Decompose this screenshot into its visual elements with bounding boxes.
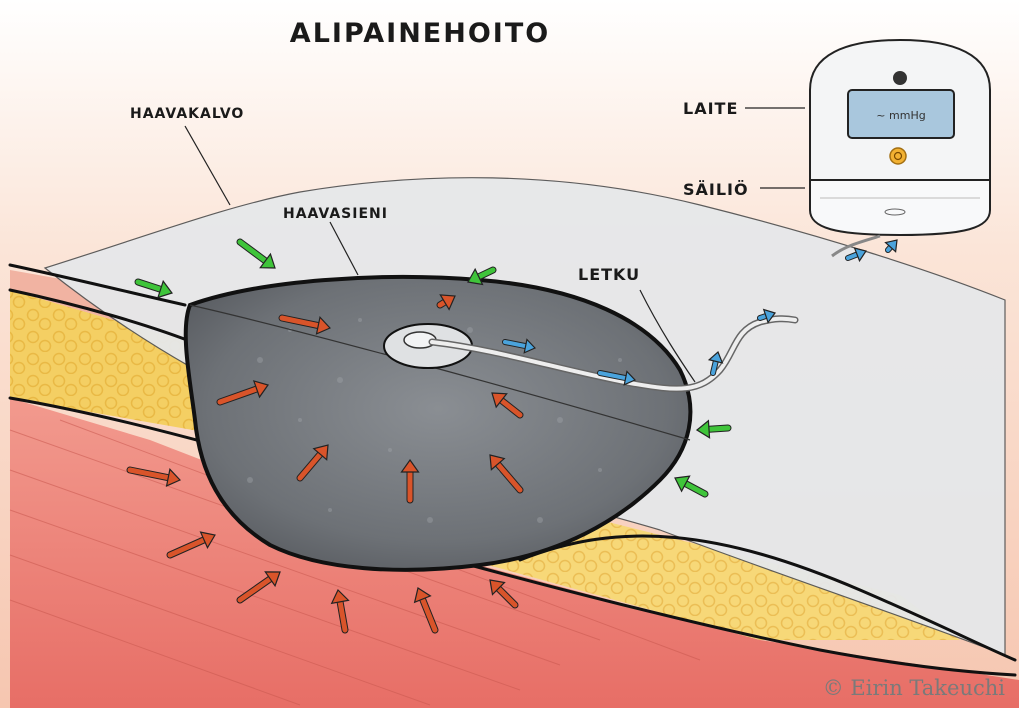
- power-button-icon[interactable]: [890, 148, 906, 164]
- canister: [810, 180, 990, 235]
- label-haavasieni: HAAVASIENI: [283, 206, 388, 222]
- label-sailio: SÄILIÖ: [683, 180, 749, 199]
- device-display-text: ~ mmHg: [876, 109, 925, 122]
- label-haavakalvo: HAAVAKALVO: [130, 106, 244, 122]
- vacuum-device: ~ mmHg: [810, 40, 990, 256]
- label-laite: LAITE: [683, 99, 738, 118]
- page-title: ALIPAINEHOITO: [290, 18, 550, 49]
- artist-signature: © Eirin Takeuchi: [823, 676, 1006, 700]
- label-letku: LETKU: [578, 265, 640, 284]
- device-sensor-icon: [893, 71, 907, 85]
